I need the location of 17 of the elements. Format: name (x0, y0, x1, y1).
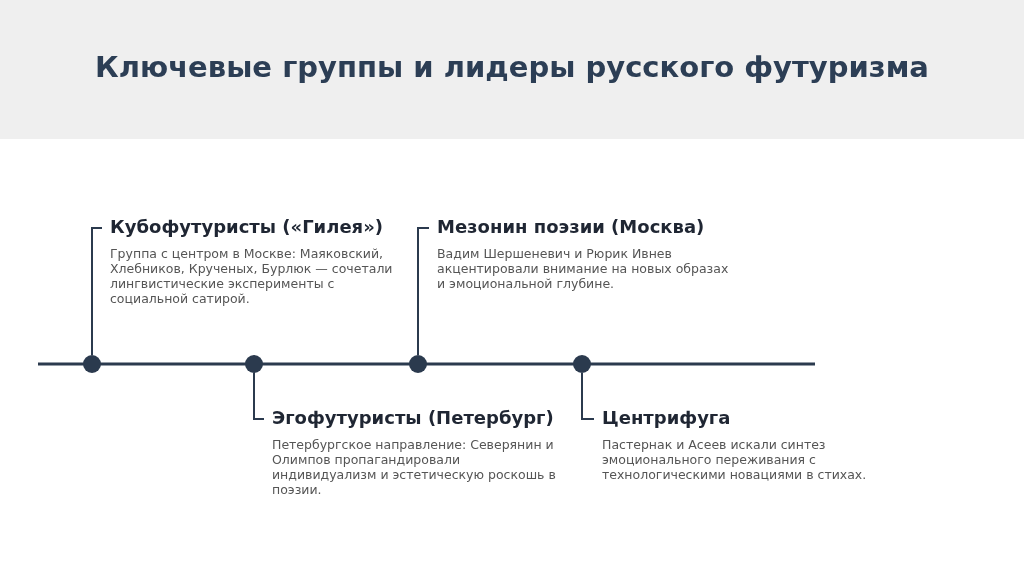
connector-line (417, 227, 430, 356)
description-text: Группа с центром в Москве: Маяковский, Хлебников, Крученых, Бурлюк — сочетали лингвистические эксперименты с социальной сатирой. (110, 245, 394, 306)
description-text: Вадим Шершеневич и Рюрик Ивнев акцентировали внимание на новых образах и эмоциональной глубине. (437, 245, 730, 291)
timeline-dot (409, 355, 427, 373)
description-text: Петербургское направление: Северянин и Олимпов пропагандировали индивидуализм и эстетическую роскошь в поэзии. (272, 436, 557, 497)
timeline-dot (83, 355, 101, 373)
group-heading: Центрифуга (602, 407, 732, 429)
timeline-dot (245, 355, 263, 373)
timeline-dot (573, 355, 591, 373)
group-heading: Мезонин поэзии (Москва) (437, 216, 706, 238)
connector-line (91, 227, 103, 356)
connector-line (581, 372, 595, 420)
connector-line (253, 372, 265, 420)
group-heading: Эгофутуристы (Петербург) (272, 407, 555, 429)
group-heading: Кубофутуристы («Гилея») (110, 216, 385, 238)
description-text: Пастернак и Асеев искали синтез эмоционального переживания с технологическими новациями в стихах. (602, 436, 868, 482)
title: Ключевые группы и лидеры русского футуризма (94, 50, 930, 84)
